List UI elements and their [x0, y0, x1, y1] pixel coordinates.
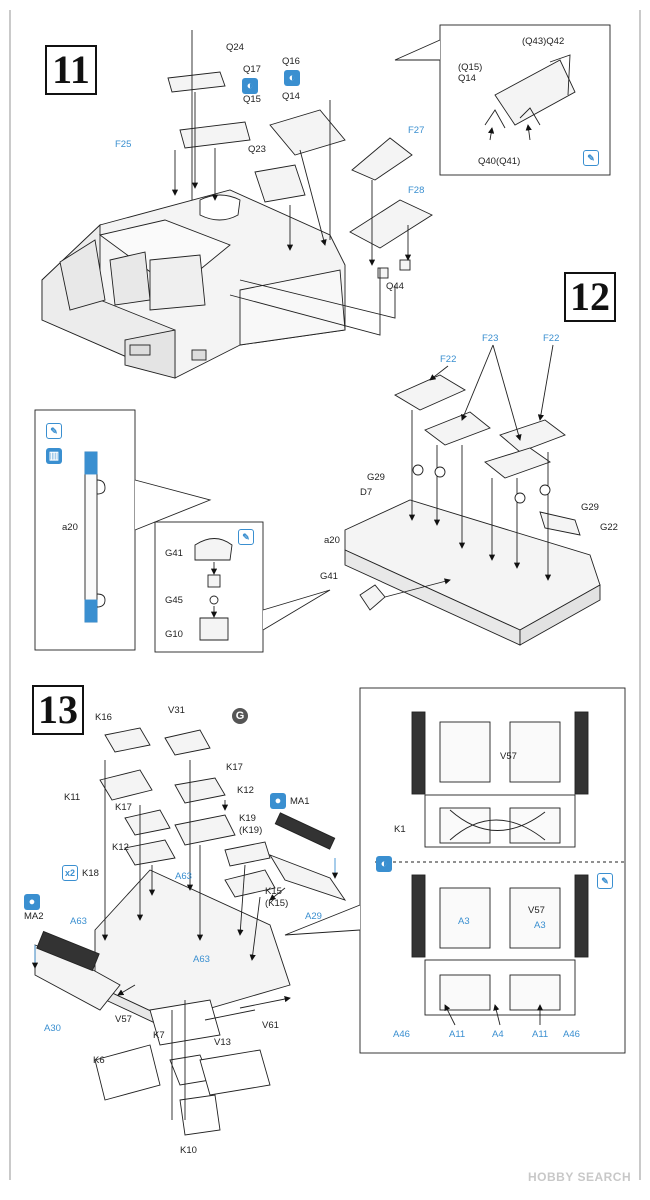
label-a63: A63	[193, 954, 210, 965]
label-k10: K10	[180, 1145, 197, 1156]
paint-drop-icon: ●	[270, 793, 286, 809]
label-k15: K15	[265, 886, 282, 897]
inset-label-k1: K1	[394, 824, 406, 835]
part-f27	[351, 137, 413, 181]
label-f22: F22	[440, 354, 457, 365]
label-q17: Q17	[243, 64, 261, 75]
label-ma1: MA1	[290, 796, 310, 807]
glue-brush-icon: ✎	[597, 873, 613, 889]
inset-label-a46: A46	[393, 1029, 410, 1040]
label-g29: G29	[367, 472, 385, 483]
inset-label-q14: Q14	[458, 73, 476, 84]
label-q24: Q24	[226, 42, 244, 53]
watermark: HOBBY SEARCH	[528, 1170, 632, 1184]
label-f28: F28	[408, 185, 425, 196]
rail-label-a20: a20	[62, 522, 78, 533]
label-q23: Q23	[248, 144, 266, 155]
step-number-11: 11	[45, 45, 97, 95]
inset-label-q15: (Q15)	[458, 62, 483, 73]
paint-stripe-icon: ▥	[46, 448, 62, 464]
label-q15: Q15	[243, 94, 261, 105]
inset-label-g10: G10	[165, 629, 183, 640]
glue-brush-icon: ✎	[583, 150, 599, 166]
label-q16: Q16	[282, 56, 300, 67]
part-q23	[254, 164, 306, 203]
step-number-13: 13	[32, 685, 84, 735]
label-a30: A30	[44, 1023, 61, 1034]
label-g29: G29	[581, 502, 599, 513]
inset-label-a4: A4	[492, 1029, 504, 1040]
part-q24	[167, 71, 226, 93]
label-f25: F25	[115, 139, 132, 150]
label-g41: G41	[320, 571, 338, 582]
label-g22: G22	[600, 522, 618, 533]
label-a20: a20	[324, 535, 340, 546]
inset-label-a3: A3	[458, 916, 470, 927]
inset-label-v57: V57	[528, 905, 545, 916]
inset-label-g41: G41	[165, 548, 183, 559]
label-q44: Q44	[386, 281, 404, 292]
inset-label-q42: (Q43)Q42	[522, 36, 565, 47]
quantity-badge: x2	[62, 865, 78, 881]
part-q16	[269, 109, 346, 156]
label-v61: V61	[262, 1020, 279, 1031]
label-a29: A29	[305, 911, 322, 922]
part-f28	[349, 199, 433, 249]
glue-brush-icon: ✎	[46, 423, 62, 439]
cement-icon: ◐	[376, 856, 392, 872]
inset-label-v57: V57	[500, 751, 517, 762]
label-f23: F23	[482, 333, 499, 344]
part-q14	[179, 121, 251, 149]
label-k15-paren: (K15)	[265, 898, 289, 909]
label-d7: D7	[360, 487, 373, 498]
inset-label-a11: A11	[449, 1029, 466, 1040]
label-q14: Q14	[282, 91, 300, 102]
step13-floor	[94, 869, 291, 1021]
label-k19-paren: (K19)	[239, 825, 263, 836]
glue-brush-icon: ✎	[238, 529, 254, 545]
inset-label-a3: A3	[534, 920, 546, 931]
cement-icon: ◐	[242, 78, 258, 94]
label-k6: K6	[93, 1055, 105, 1066]
sprue-g-badge: G	[232, 708, 248, 724]
label-v13: V13	[214, 1037, 231, 1048]
label-f22: F22	[543, 333, 560, 344]
step11-hull	[41, 189, 346, 379]
label-v57: V57	[115, 1014, 132, 1025]
label-k11: K11	[64, 792, 81, 803]
inset-label-g45: G45	[165, 595, 183, 606]
label-k12: K12	[237, 785, 254, 796]
label-k7: K7	[153, 1030, 165, 1041]
label-k17: K17	[226, 762, 243, 773]
label-a63: A63	[70, 916, 87, 927]
label-k12: K12	[112, 842, 129, 853]
step-number-12: 12	[564, 272, 616, 322]
inset-label-q40: Q40(Q41)	[478, 156, 521, 167]
cement-icon: ◐	[284, 70, 300, 86]
label-k19: K19	[239, 813, 256, 824]
label-ma2: MA2	[24, 911, 44, 922]
label-k18: K18	[82, 868, 99, 879]
label-v31: V31	[168, 705, 185, 716]
inset-label-a11: A11	[532, 1029, 549, 1040]
inset-label-a46: A46	[563, 1029, 580, 1040]
paint-drop-icon: ●	[24, 894, 40, 910]
label-k16: K16	[95, 712, 112, 723]
label-k17: K17	[115, 802, 132, 813]
label-a63: A63	[175, 871, 192, 882]
label-f27: F27	[408, 125, 425, 136]
